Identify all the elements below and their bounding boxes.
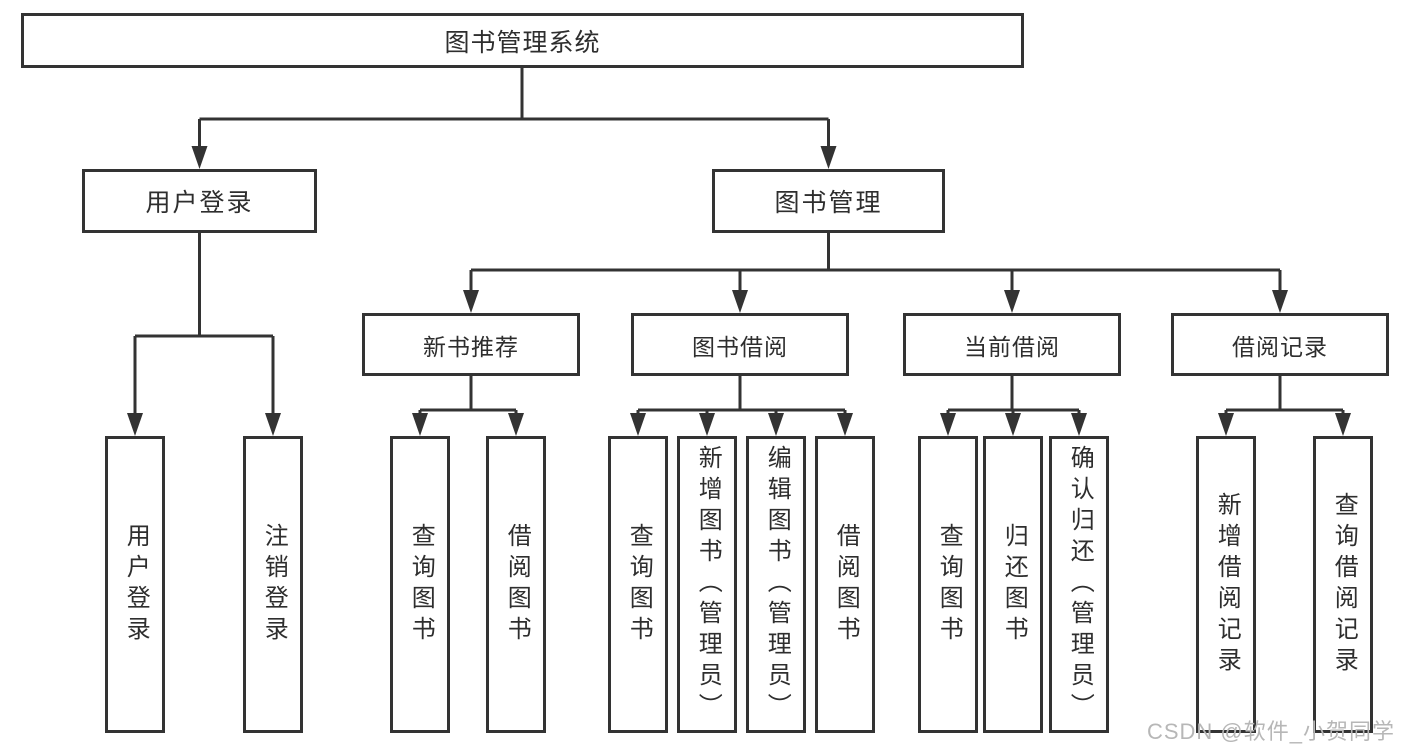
leaf-query-books-current: 查询图书	[918, 436, 978, 733]
node-library-management-system: 图书管理系统	[21, 13, 1024, 68]
leaf-label: 查询图书	[625, 522, 653, 647]
csdn-watermark: CSDN @软件_小贺同学	[1146, 719, 1395, 744]
node-borrowing-records: 借阅记录	[1171, 313, 1389, 376]
leaf-add-borrow-record: 新增借阅记录	[1196, 436, 1256, 733]
leaf-query-borrow-record: 查询借阅记录	[1313, 436, 1373, 733]
leaf-query-books-borrowing: 查询图书	[608, 436, 668, 733]
leaf-label: 借阅图书	[832, 522, 860, 647]
leaf-borrow-books-borrowing: 借阅图书	[815, 436, 875, 733]
leaf-label: 借阅图书	[503, 522, 531, 647]
leaf-label: 编辑图书（管理员）	[763, 445, 791, 724]
leaf-user-login: 用户登录	[105, 436, 165, 733]
leaf-label: 新增借阅记录	[1213, 491, 1241, 678]
leaf-logout: 注销登录	[243, 436, 303, 733]
leaf-label: 查询图书	[935, 522, 963, 647]
leaf-confirm-return-admin: 确认归还（管理员）	[1049, 436, 1109, 733]
leaf-label: 确认归还（管理员）	[1066, 445, 1094, 724]
leaf-label: 新增图书（管理员）	[694, 445, 722, 724]
node-book-borrowing: 图书借阅	[631, 313, 849, 376]
leaf-label: 查询图书	[407, 522, 435, 647]
leaf-label: 归还图书	[1000, 522, 1028, 647]
leaf-label: 用户登录	[122, 522, 150, 647]
leaf-label: 查询借阅记录	[1330, 491, 1358, 678]
node-user-login: 用户登录	[82, 169, 317, 233]
node-new-book-recommend: 新书推荐	[362, 313, 580, 376]
leaf-label: 注销登录	[260, 522, 288, 647]
node-current-borrowing: 当前借阅	[903, 313, 1121, 376]
leaf-borrow-books-newbooks: 借阅图书	[486, 436, 546, 733]
leaf-return-books: 归还图书	[983, 436, 1043, 733]
leaf-edit-book-admin: 编辑图书（管理员）	[746, 436, 806, 733]
leaf-query-books-newbooks: 查询图书	[390, 436, 450, 733]
node-book-management: 图书管理	[712, 169, 945, 233]
leaf-add-book-admin: 新增图书（管理员）	[677, 436, 737, 733]
